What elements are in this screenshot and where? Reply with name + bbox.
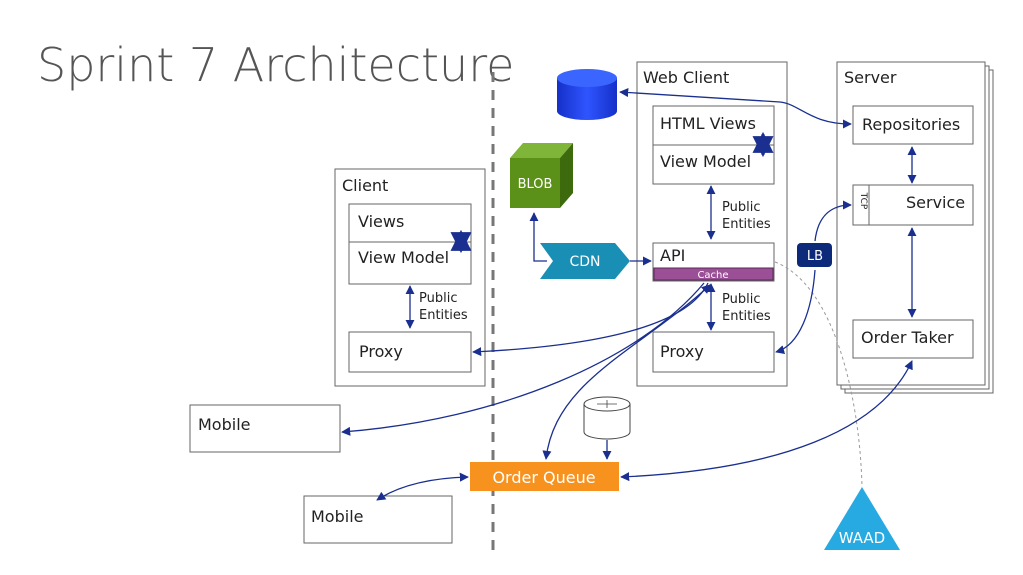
cdn-label: CDN: [569, 254, 600, 270]
server-container: Server Repositories TCP Service Order Ta…: [836, 61, 994, 394]
server-title: Server: [844, 68, 897, 87]
web-entities-label-bottom: Entities: [722, 309, 771, 324]
mobile-bottom-label: Mobile: [311, 507, 363, 526]
order-taker-label: Order Taker: [861, 328, 954, 347]
client-container: Client Views View Model Public Entities …: [334, 168, 486, 387]
repositories-label: Repositories: [862, 115, 960, 134]
arrow-lb-service: [814, 200, 852, 242]
api-label: API: [660, 246, 685, 265]
database-icon: [557, 69, 617, 120]
html-views-label: HTML Views: [660, 114, 756, 133]
cdn-chevron: CDN: [540, 243, 630, 279]
cache-label: Cache: [697, 270, 728, 281]
arrow-lb-web-proxy: [775, 269, 816, 355]
web-view-model-label: View Model: [660, 152, 751, 171]
page-title: Sprint 7 Architecture: [37, 38, 515, 92]
client-view-model-label: View Model: [358, 248, 449, 267]
client-entities-label: Entities: [419, 308, 468, 323]
tcp-label: TCP: [858, 192, 868, 210]
blob-label: BLOB: [518, 177, 553, 192]
router-icon: [583, 396, 631, 440]
web-public-label-bottom: Public: [722, 292, 760, 307]
web-public-label-top: Public: [722, 200, 760, 215]
order-queue-box: Order Queue: [470, 462, 619, 491]
web-client-container: Web Client HTML Views View Model Public …: [636, 61, 788, 387]
client-title: Client: [342, 176, 388, 195]
web-proxy-label: Proxy: [660, 342, 704, 361]
service-label: Service: [906, 193, 965, 212]
web-client-title: Web Client: [643, 68, 729, 87]
waad-triangle: WAAD: [824, 487, 900, 550]
blob-cube-icon: BLOB: [510, 143, 573, 208]
order-queue-label: Order Queue: [492, 468, 595, 487]
arrow-queue-mobile-bottom: [376, 472, 469, 501]
client-public-label: Public: [419, 291, 457, 306]
cache-bar: [653, 267, 774, 281]
load-balancer-badge: LB: [797, 243, 832, 267]
client-proxy-label: Proxy: [359, 342, 403, 361]
lb-label: LB: [807, 249, 823, 264]
connector-arrows: [341, 87, 913, 501]
mobile-top-box: Mobile: [189, 404, 341, 453]
arrow-db-repositories: [619, 87, 852, 129]
mobile-top-label: Mobile: [198, 415, 250, 434]
arrow-queue-order-taker: [620, 360, 913, 482]
arrow-cdn-blob: [529, 212, 547, 262]
arrow-api-order-queue: [542, 284, 711, 460]
mobile-bottom-box: Mobile: [303, 495, 453, 544]
client-views-label: Views: [358, 212, 404, 231]
web-entities-label-top: Entities: [722, 217, 771, 232]
waad-label: WAAD: [839, 529, 886, 547]
